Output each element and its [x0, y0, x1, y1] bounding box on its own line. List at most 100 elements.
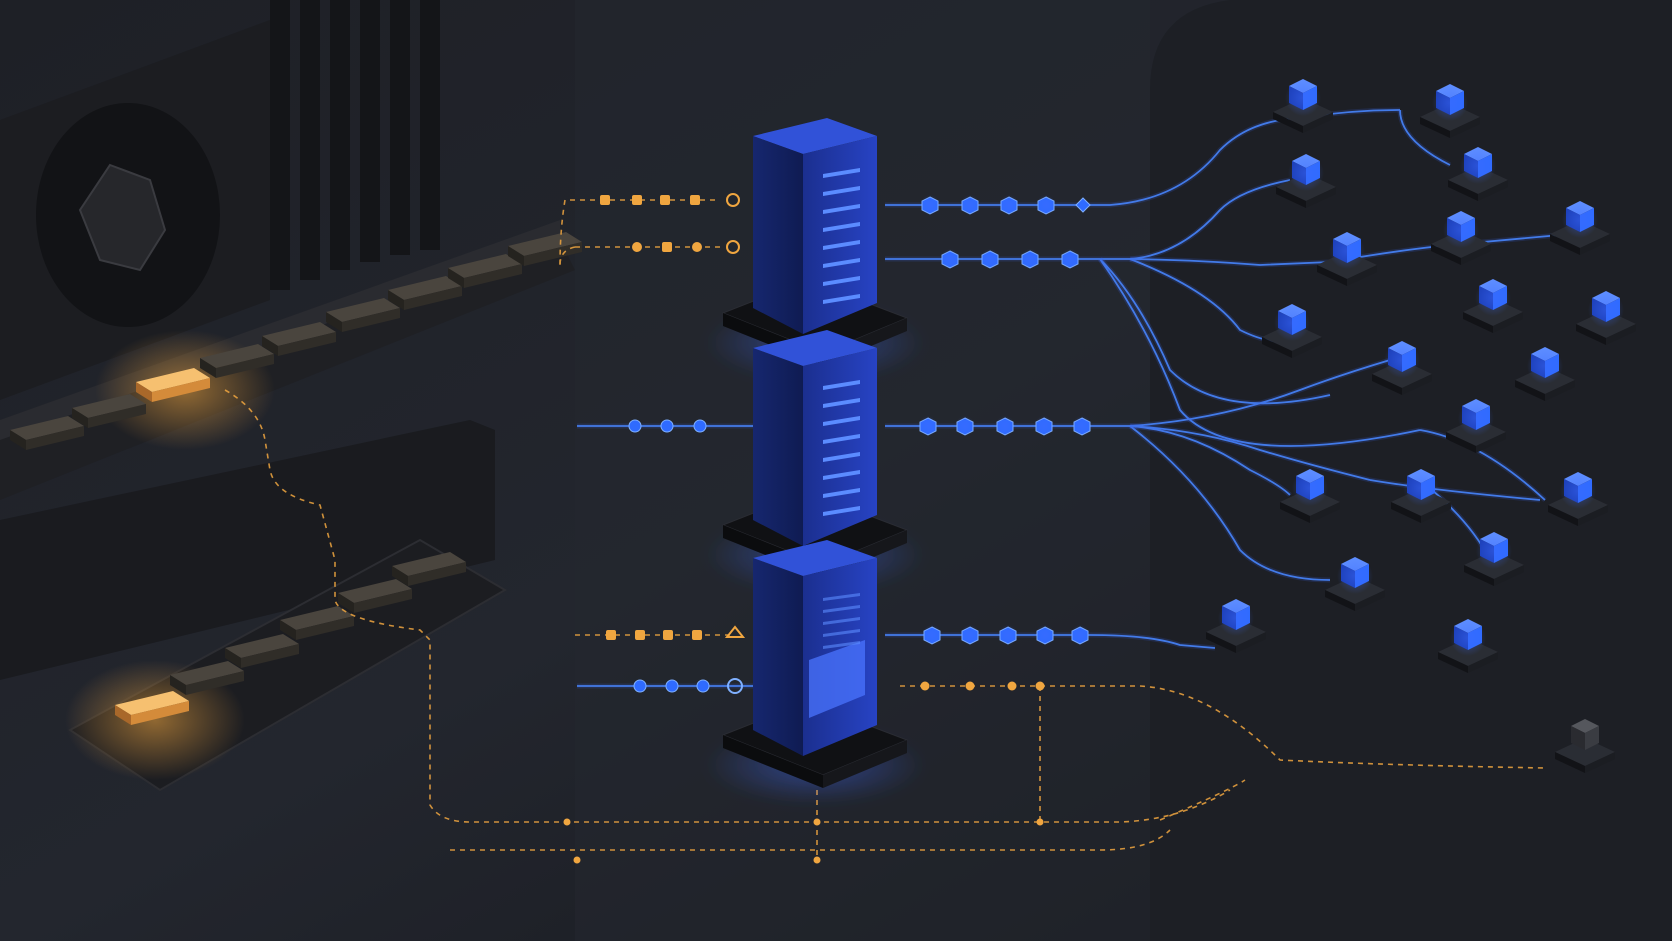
node-cube-icon [1280, 469, 1340, 523]
orange-square-marker [692, 630, 702, 640]
blue-flow-lines [577, 107, 1561, 689]
orange-junction-dot [813, 818, 821, 826]
blue-cube-marker [999, 195, 1019, 215]
node-cube-icon [1420, 84, 1480, 138]
rack-light [823, 204, 860, 214]
node-cube-icon [1372, 341, 1432, 395]
lower-tile-active [115, 691, 189, 725]
rack-light [823, 294, 860, 304]
node-cube-icon [1273, 79, 1333, 133]
lower-tile-row [115, 552, 466, 725]
blue-dot-marker [633, 679, 647, 693]
orange-square-marker [600, 195, 610, 205]
blue-dot-marker [693, 419, 707, 433]
lower-tile [225, 634, 299, 668]
node-cube-icon [1317, 232, 1377, 286]
server-top [753, 118, 877, 154]
node-cube-icon [1548, 472, 1608, 526]
node-cube-icon [1464, 532, 1524, 586]
orange-packet-markers [563, 193, 1045, 864]
blue-dot-marker [660, 419, 674, 433]
blue-cube-marker [960, 195, 980, 215]
node-cube-icon [1206, 599, 1266, 653]
blue-cube-marker [1072, 416, 1092, 436]
right-panel [1150, 0, 1672, 941]
orange-junction-dot [563, 818, 571, 826]
upper-tile [508, 232, 582, 266]
lower-tile [280, 606, 354, 640]
blue-cube-marker [918, 416, 938, 436]
node-cube-icon [1550, 201, 1610, 255]
rack-light [823, 186, 860, 196]
node-cube-icon [1391, 469, 1451, 523]
blue-cube-marker [1070, 625, 1090, 645]
orange-square-marker [662, 242, 672, 252]
blue-cube-marker [940, 249, 960, 269]
node-cube-icon [1325, 557, 1385, 611]
blue-cube-marker [1060, 249, 1080, 269]
blue-dot-marker [696, 679, 710, 693]
upper-tile [10, 416, 84, 450]
node-cube-icon [1276, 154, 1336, 208]
rack-light [823, 168, 860, 178]
rack-light [823, 240, 860, 250]
node-cube-icon [1555, 719, 1615, 773]
orange-square-marker [632, 195, 642, 205]
rack-light [823, 506, 860, 516]
client-node-cluster [1206, 79, 1636, 773]
node-cube-icon [1448, 147, 1508, 201]
server-top [753, 330, 877, 366]
upper-tile [448, 254, 522, 288]
orange-junction-dot [1036, 818, 1044, 826]
orange-dot-marker [965, 681, 975, 691]
rack-light [823, 258, 860, 268]
lower-tile [392, 552, 466, 586]
lower-tile [338, 579, 412, 613]
blue-dot-marker [665, 679, 679, 693]
blue-cube-marker [998, 625, 1018, 645]
upper-tile [326, 298, 400, 332]
orange-triangle-marker [724, 625, 746, 638]
orange-square-marker [663, 630, 673, 640]
rack-light [823, 276, 860, 286]
orange-ring-marker [726, 240, 740, 254]
orange-dot-marker [1035, 681, 1045, 691]
node-cube-icon [1576, 291, 1636, 345]
rack-light [823, 416, 860, 426]
node-cube-icon [1438, 619, 1498, 673]
rack-light [823, 380, 860, 390]
orange-dot-marker [1007, 681, 1017, 691]
upper-tile [72, 394, 146, 428]
upper-tile [200, 344, 274, 378]
blue-cube-marker [960, 625, 980, 645]
blue-diamond-marker [1075, 197, 1091, 213]
orange-dot-marker [920, 681, 930, 691]
mid-block [0, 420, 495, 680]
orange-ring-marker [726, 193, 740, 207]
blue-cube-marker [955, 416, 975, 436]
server-top [753, 540, 877, 576]
blue-cube-marker [920, 195, 940, 215]
blue-cube-marker [1034, 416, 1054, 436]
rack-light [823, 222, 860, 232]
blue-cube-marker [922, 625, 942, 645]
node-cube-icon [1463, 279, 1523, 333]
vertical-fins [270, 0, 440, 290]
blue-ring-marker [727, 678, 743, 694]
rack-light [823, 452, 860, 462]
upper-tile [388, 276, 462, 310]
rack-light [823, 488, 860, 498]
upper-tile [262, 322, 336, 356]
rack-light [823, 470, 860, 480]
glass-panel [809, 640, 865, 718]
rack-light [823, 434, 860, 444]
blue-cube-marker [1035, 625, 1055, 645]
blue-cube-marker [1020, 249, 1040, 269]
node-cube-icon [1446, 399, 1506, 453]
server-icon [705, 540, 925, 805]
blue-packet-markers [628, 195, 1092, 694]
node-cube-icon [1262, 304, 1322, 358]
orange-square-marker [660, 195, 670, 205]
blue-dot-marker [628, 419, 642, 433]
